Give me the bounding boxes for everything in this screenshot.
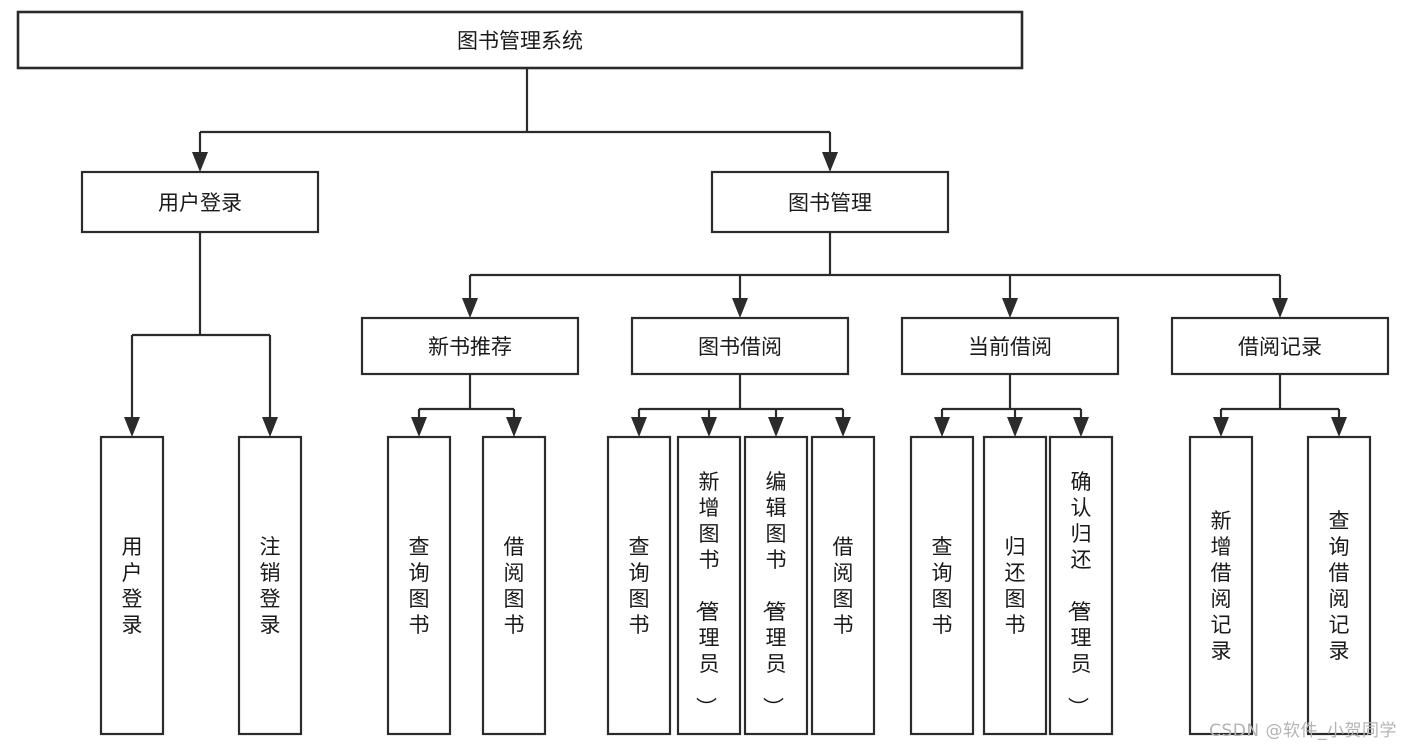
node-leaf-7[interactable]: 借阅图书 xyxy=(810,435,876,736)
node-leaf-3-label: 借阅图书 xyxy=(504,535,525,637)
node-level3-2-box[interactable] xyxy=(900,316,1120,376)
node-leaf-0-box[interactable] xyxy=(99,435,165,736)
node-leaf-9-label: 归还图书 xyxy=(1005,535,1026,637)
arrow-head-icon xyxy=(506,417,522,437)
node-leaf-6-box[interactable] xyxy=(743,435,809,736)
node-leaf-2-box[interactable] xyxy=(386,435,452,736)
arrow-head-icon xyxy=(192,152,208,172)
node-leaf-0-label: 用户登录 xyxy=(122,535,143,637)
node-leaf-10-box[interactable] xyxy=(1048,435,1114,736)
node-level3-2[interactable]: 当前借阅 xyxy=(900,316,1120,376)
arrow-head-icon xyxy=(1272,298,1288,318)
node-leaf-0[interactable]: 用户登录 xyxy=(99,435,165,736)
arrow-head-icon xyxy=(822,152,838,172)
node-level2-0[interactable]: 用户登录 xyxy=(80,170,320,234)
node-leaf-3-box[interactable] xyxy=(481,435,547,736)
node-leaf-1-box[interactable] xyxy=(237,435,303,736)
arrow-head-icon xyxy=(462,298,478,318)
node-leaf-6[interactable]: 编辑图书（管理员） xyxy=(743,435,809,736)
node-leaf-11-box[interactable] xyxy=(1188,435,1254,736)
node-leaf-12[interactable]: 查询借阅记录 xyxy=(1306,435,1372,736)
node-level2-1[interactable]: 图书管理 xyxy=(710,170,950,234)
node-leaf-1[interactable]: 注销登录 xyxy=(237,435,303,736)
node-level3-3[interactable]: 借阅记录 xyxy=(1170,316,1390,376)
arrow-head-icon xyxy=(732,298,748,318)
node-leaf-2-label: 查询图书 xyxy=(409,535,430,637)
arrow-head-icon xyxy=(124,417,140,437)
node-level3-1[interactable]: 图书借阅 xyxy=(630,316,850,376)
node-level3-0-label: 新书推荐 xyxy=(428,335,512,359)
node-leaf-1-label: 注销登录 xyxy=(260,535,281,637)
arrow-head-icon xyxy=(262,417,278,437)
node-level3-3-box[interactable] xyxy=(1170,316,1390,376)
node-leaf-8-box[interactable] xyxy=(909,435,975,736)
arrow-head-icon xyxy=(701,417,717,437)
node-level3-3-label: 借阅记录 xyxy=(1238,335,1322,359)
node-level2-0-label: 用户登录 xyxy=(158,191,242,215)
node-leaf-12-box[interactable] xyxy=(1306,435,1372,736)
node-level3-0[interactable]: 新书推荐 xyxy=(360,316,580,376)
node-leaf-3[interactable]: 借阅图书 xyxy=(481,435,547,736)
node-leaf-2[interactable]: 查询图书 xyxy=(386,435,452,736)
node-level3-0-box[interactable] xyxy=(360,316,580,376)
node-leaf-11-label: 新增借阅记录 xyxy=(1211,509,1232,663)
node-leaf-4-label: 查询图书 xyxy=(629,535,650,637)
node-leaf-7-box[interactable] xyxy=(810,435,876,736)
node-leaf-5-label: 新增图书（管理员） xyxy=(694,470,720,718)
node-level2-1-label: 图书管理 xyxy=(788,191,872,215)
arrow-head-icon xyxy=(1331,417,1347,437)
connectors-layer xyxy=(124,68,1347,437)
arrow-head-icon xyxy=(934,417,950,437)
node-root-label: 图书管理系统 xyxy=(457,29,583,53)
node-root[interactable]: 图书管理系统 xyxy=(16,10,1024,70)
node-leaf-11[interactable]: 新增借阅记录 xyxy=(1188,435,1254,736)
arrow-head-icon xyxy=(1213,417,1229,437)
arrow-head-icon xyxy=(768,417,784,437)
node-leaf-10[interactable]: 确认归还（管理员） xyxy=(1048,435,1114,736)
node-level3-1-box[interactable] xyxy=(630,316,850,376)
arrow-head-icon xyxy=(1073,417,1089,437)
arrow-head-icon xyxy=(411,417,427,437)
node-leaf-8[interactable]: 查询图书 xyxy=(909,435,975,736)
node-root-box[interactable] xyxy=(16,10,1024,70)
arrow-head-icon xyxy=(1002,298,1018,318)
node-level3-1-label: 图书借阅 xyxy=(698,335,782,359)
node-leaf-7-label: 借阅图书 xyxy=(833,535,854,637)
node-leaf-5-box[interactable] xyxy=(676,435,742,736)
node-leaf-4-box[interactable] xyxy=(606,435,672,736)
node-level3-2-label: 当前借阅 xyxy=(968,335,1052,359)
node-leaf-9[interactable]: 归还图书 xyxy=(982,435,1048,736)
arrow-head-icon xyxy=(1007,417,1023,437)
arrow-head-icon xyxy=(835,417,851,437)
nodes-layer: 图书管理系统用户登录图书管理新书推荐图书借阅当前借阅借阅记录用户登录注销登录查询… xyxy=(16,10,1390,736)
node-leaf-4[interactable]: 查询图书 xyxy=(606,435,672,736)
node-leaf-6-label: 编辑图书（管理员） xyxy=(761,470,787,718)
node-leaf-8-label: 查询图书 xyxy=(932,535,953,637)
arrow-head-icon xyxy=(631,417,647,437)
node-level2-0-box[interactable] xyxy=(80,170,320,234)
node-leaf-12-label: 查询借阅记录 xyxy=(1329,509,1350,663)
node-level2-1-box[interactable] xyxy=(710,170,950,234)
node-leaf-10-label: 确认归还（管理员） xyxy=(1066,470,1092,718)
node-leaf-5[interactable]: 新增图书（管理员） xyxy=(676,435,742,736)
node-leaf-9-box[interactable] xyxy=(982,435,1048,736)
